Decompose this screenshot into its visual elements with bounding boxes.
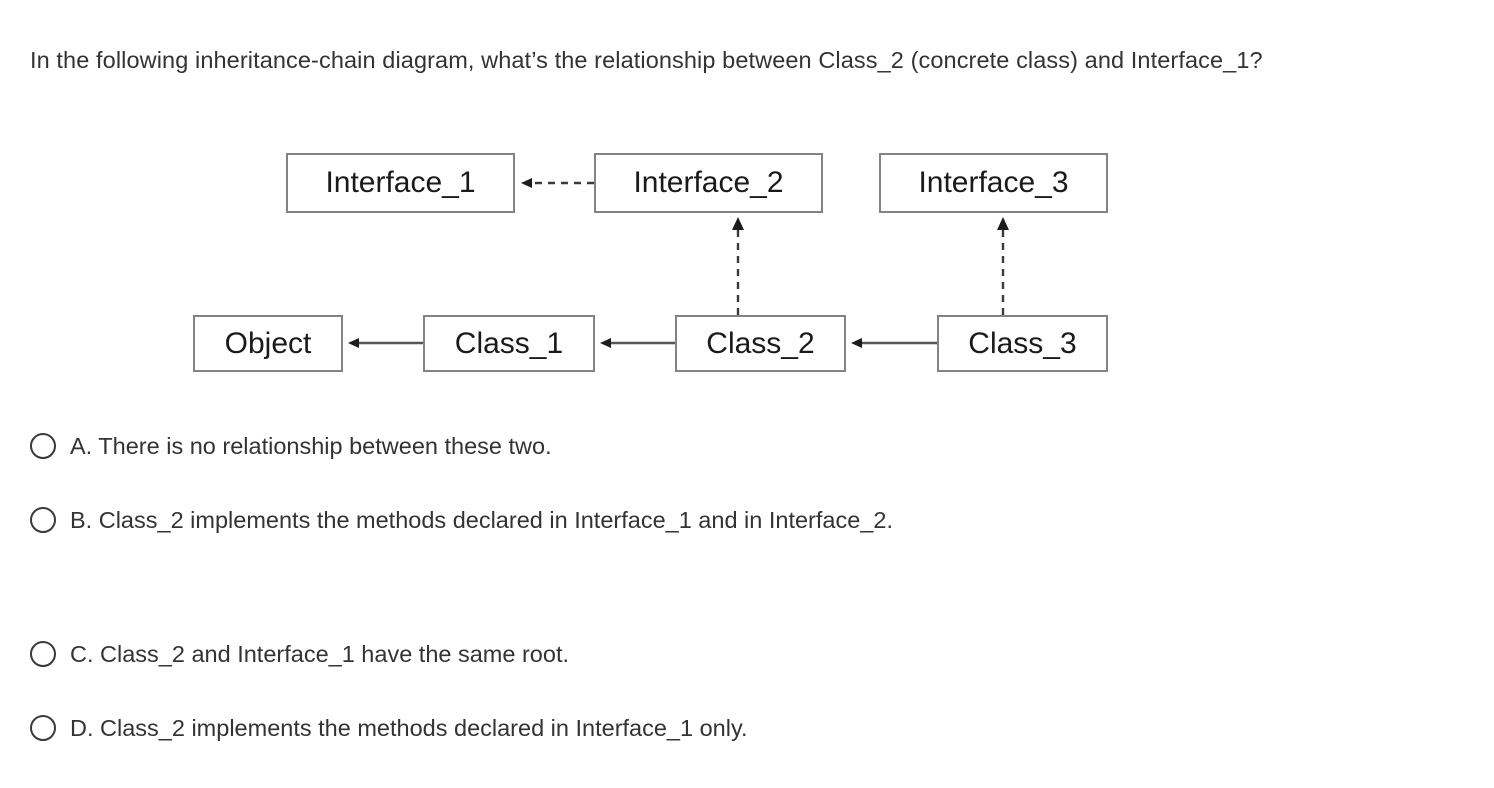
radio-button-d[interactable] bbox=[30, 715, 56, 741]
answer-option-b[interactable]: B. Class_2 implements the methods declar… bbox=[30, 504, 893, 536]
radio-button-b[interactable] bbox=[30, 507, 56, 533]
diagram-node-class-3: Class_3 bbox=[937, 315, 1108, 372]
diagram-node-object: Object bbox=[193, 315, 343, 372]
diagram-node-class-2: Class_2 bbox=[675, 315, 846, 372]
answer-option-c-label: C. Class_2 and Interface_1 have the same… bbox=[70, 641, 570, 667]
radio-button-c[interactable] bbox=[30, 641, 56, 667]
diagram-node-interface-1: Interface_1 bbox=[286, 153, 515, 213]
answer-option-c[interactable]: C. Class_2 and Interface_1 have the same… bbox=[30, 638, 569, 670]
answer-option-d-label: D. Class_2 implements the methods declar… bbox=[70, 715, 748, 741]
answer-option-a-label: A. There is no relationship between thes… bbox=[70, 433, 552, 459]
diagram-node-class-1: Class_1 bbox=[423, 315, 595, 372]
answer-option-b-label: B. Class_2 implements the methods declar… bbox=[70, 507, 893, 533]
diagram-node-interface-2: Interface_2 bbox=[594, 153, 823, 213]
answer-option-d[interactable]: D. Class_2 implements the methods declar… bbox=[30, 712, 748, 744]
diagram-node-interface-3: Interface_3 bbox=[879, 153, 1108, 213]
answer-option-a[interactable]: A. There is no relationship between thes… bbox=[30, 430, 552, 462]
radio-button-a[interactable] bbox=[30, 433, 56, 459]
question-stem: In the following inheritance-chain diagr… bbox=[30, 47, 1263, 73]
